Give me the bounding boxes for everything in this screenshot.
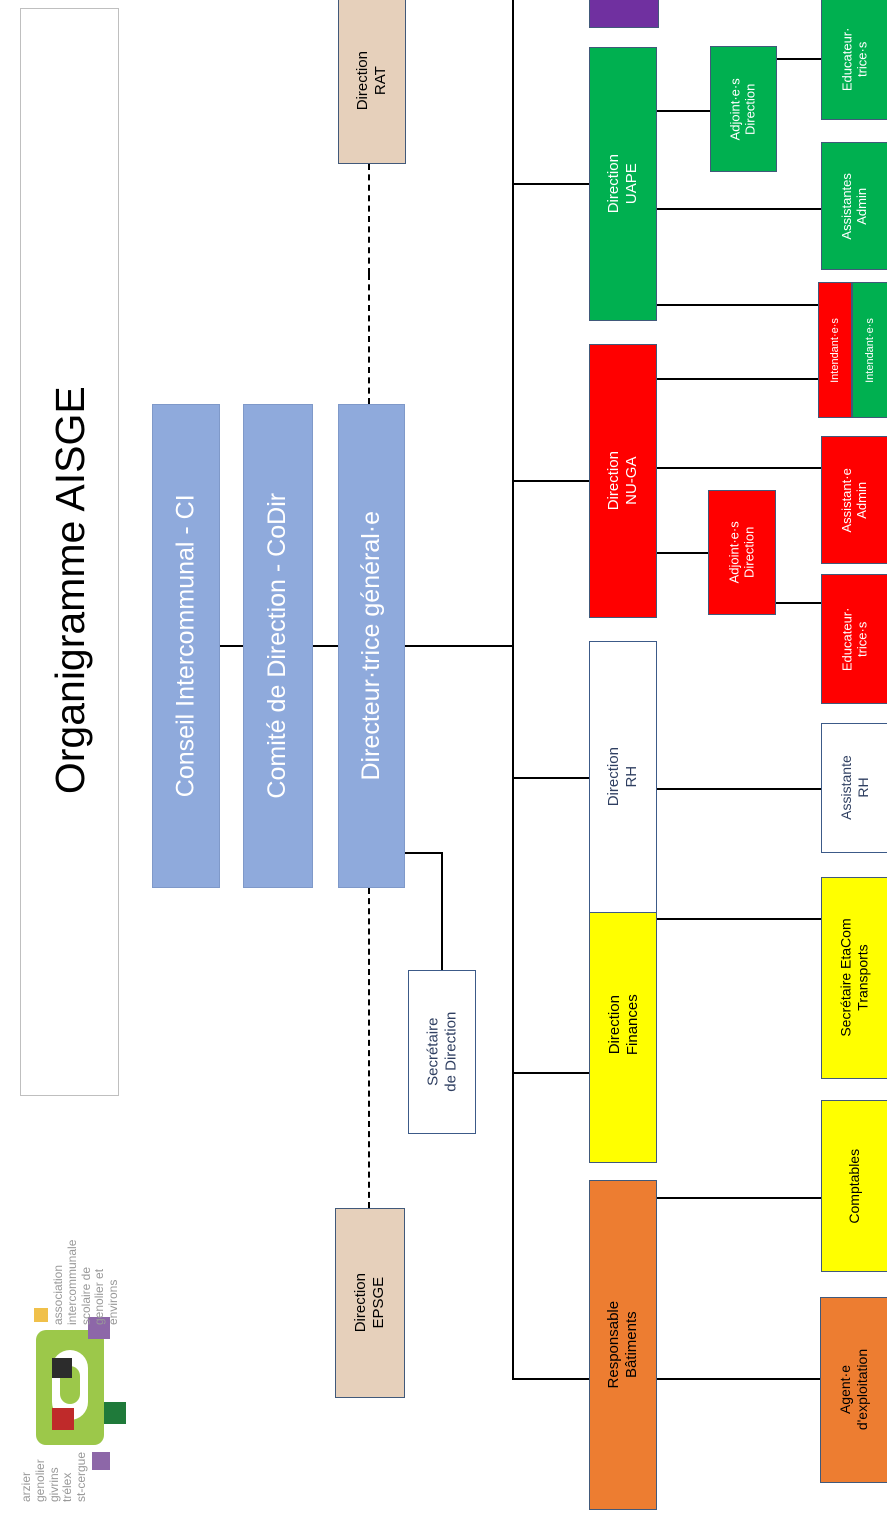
box-conseil-intercommunal: Conseil Intercommunal - CI — [152, 404, 220, 888]
connector-dg-secretaire-h — [405, 852, 443, 854]
box-comite-direction: Comité de Direction - CoDir — [243, 404, 313, 888]
label-assistantes-admin: Assistantes Admin — [839, 172, 870, 240]
box-educateurs-uape: Educateur· trice·s — [821, 0, 887, 120]
title-panel — [20, 8, 119, 1096]
connector-nuga-adjoints — [657, 552, 708, 554]
connector-adjoints-educateurs — [776, 602, 821, 604]
box-educateurs-nuga: Educateur· trice·s — [821, 574, 887, 704]
box-direction-finances: Direction Finances — [589, 887, 657, 1163]
connector-trunk-nuga — [513, 480, 589, 482]
connector-rh-assistante — [657, 788, 821, 790]
label-adjoints-nuga: Adjoint·e·s Direction — [726, 521, 757, 584]
box-intendants-red: Intendant·e·s — [818, 282, 852, 418]
box-secretaire-etacom: Secrétaire EtaCom Transports — [821, 877, 887, 1079]
label-direction-uape: Direction UAPE — [605, 154, 640, 214]
box-assistantes-admin: Assistantes Admin — [821, 142, 887, 270]
connector-trunk-finances — [513, 1072, 589, 1074]
label-direction-rat: Direction RAT — [354, 51, 389, 111]
box-direction-uape: Direction UAPE — [589, 47, 657, 321]
box-direction-epsge: Direction EPSGE — [335, 1208, 405, 1398]
box-adjoints-uape: Adjoint·e·s Direction — [710, 46, 777, 172]
connector-finances-secretaire — [657, 918, 821, 920]
box-intendants-green: Intendant·e·s — [852, 282, 887, 418]
label-responsable-batiments: Responsable Bâtiments — [605, 1301, 640, 1389]
dashed-dg-rat — [368, 274, 370, 404]
title-box: Organigramme AISGE — [20, 280, 119, 900]
connector-uape-intendants — [657, 304, 818, 306]
box-direction-rat: Direction RAT — [338, 0, 406, 164]
box-comptables: Comptables — [821, 1100, 887, 1272]
label-conseil-intercommunal: Conseil Intercommunal - CI — [171, 494, 200, 798]
box-assistant-admin: Assistant·e Admin — [821, 436, 887, 564]
connector-trunk-uape — [513, 183, 589, 185]
label-educateurs-nuga: Educateur· trice·s — [839, 607, 870, 671]
label-secretaire-etacom: Secrétaire EtaCom Transports — [837, 918, 871, 1038]
label-direction-nuga: Direction NU-GA — [605, 451, 640, 511]
box-responsable-batiments: Responsable Bâtiments — [589, 1180, 657, 1510]
dashed-rat-vertical — [368, 164, 370, 274]
label-agent-exploitation: Agent·e d'exploitation — [837, 1349, 871, 1431]
box-purple — [589, 0, 659, 28]
connector-trunk-batiments — [513, 1378, 589, 1380]
label-direction-finances: Direction Finances — [605, 994, 640, 1056]
box-assistante-rh: Assistante RH — [821, 723, 887, 853]
connector-uape-assistantes — [657, 208, 821, 210]
trunk-line — [512, 0, 514, 1380]
label-direction-epsge: Direction EPSGE — [352, 1273, 387, 1333]
box-direction-rh: Direction RH — [589, 641, 657, 913]
connector-dg-secretaire-v — [441, 852, 443, 970]
box-secretaire-direction: Secrétaire de Direction — [408, 970, 476, 1134]
connector-nuga-assistant — [657, 467, 821, 469]
label-comptables: Comptables — [846, 1148, 863, 1224]
box-adjoints-nuga: Adjoint·e·s Direction — [708, 490, 776, 615]
connector-ci-codir — [220, 645, 243, 647]
box-direction-nuga: Direction NU-GA — [589, 344, 657, 618]
logo-text-left: arzier genolier givrins trélex st-cergue — [19, 1451, 89, 1502]
label-comite-direction: Comité de Direction - CoDir — [263, 493, 292, 799]
label-adjoints-uape: Adjoint·e·s Direction — [728, 77, 759, 141]
logo-graphic — [22, 1308, 126, 1480]
connector-trunk-rh — [513, 777, 589, 779]
logo-text-right: association intercommunale scolaire de g… — [51, 1239, 121, 1325]
connector-finances-comptables — [657, 1197, 821, 1199]
connector-uape-adjoints — [657, 110, 710, 112]
box-agent-exploitation: Agent·e d'exploitation — [820, 1297, 887, 1483]
label-directeur-general: Directeur·trice général·e — [356, 511, 385, 781]
label-assistant-admin: Assistant·e Admin — [839, 467, 870, 533]
label-secretaire-direction: Secrétaire de Direction — [424, 1011, 460, 1093]
connector-dg-trunk — [405, 645, 513, 647]
connector-adjoints-uape-educateurs — [777, 58, 821, 60]
label-intendants-green: Intendant·e·s — [863, 317, 876, 383]
box-directeur-general: Directeur·trice général·e — [338, 404, 405, 888]
connector-batiments-agent — [657, 1378, 820, 1380]
connector-nuga-intendants — [657, 378, 818, 380]
label-intendants-red: Intendant·e·s — [828, 317, 841, 383]
label-direction-rh: Direction RH — [605, 747, 640, 807]
label-assistante-rh: Assistante RH — [837, 755, 871, 821]
page-title: Organigramme AISGE — [46, 386, 93, 794]
connector-codir-dg — [313, 645, 338, 647]
logo: arzier genolier givrins trélex st-cergue… — [0, 1110, 126, 1510]
dashed-dg-epsge — [368, 888, 370, 1208]
label-educateurs-uape: Educateur· trice·s — [839, 27, 870, 91]
